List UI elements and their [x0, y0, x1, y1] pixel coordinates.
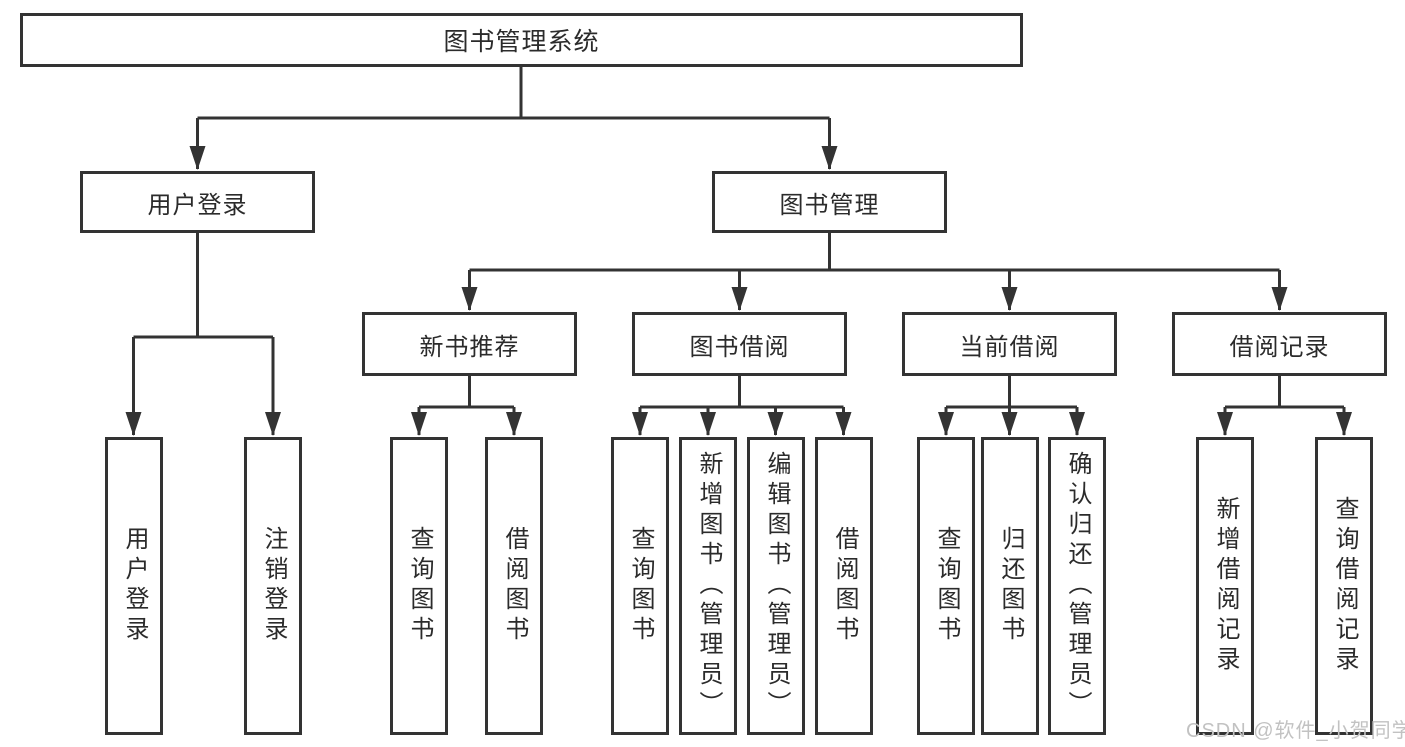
node-label: 借阅记录: [1229, 333, 1330, 361]
node-label: 用户登录: [121, 526, 148, 646]
node-book-management: 图书管理: [712, 171, 947, 233]
node-label: 用户登录: [147, 191, 248, 219]
node-label: 查询借阅记录: [1331, 496, 1358, 676]
node-label: 查询图书: [933, 526, 960, 646]
node-label: 编辑图书（管理员）: [763, 451, 790, 721]
node-label: 借阅图书: [831, 526, 858, 646]
node-label: 图书管理系统: [443, 28, 600, 56]
node-new-book-recommend: 新书推荐: [362, 312, 577, 376]
node-leaf-return-books: 归还图书: [981, 437, 1039, 735]
node-label: 新书推荐: [419, 333, 520, 361]
node-user-login: 用户登录: [80, 171, 315, 233]
node-label: 当前借阅: [959, 333, 1060, 361]
node-leaf-confirm-return-admin: 确认归还（管理员）: [1048, 437, 1106, 735]
node-leaf-user-login: 用户登录: [105, 437, 163, 735]
node-leaf-query-books-recommend: 查询图书: [390, 437, 448, 735]
node-label: 确认归还（管理员）: [1064, 451, 1091, 721]
node-label: 归还图书: [997, 526, 1024, 646]
node-leaf-query-books-borrow: 查询图书: [611, 437, 669, 735]
node-leaf-borrow-books-recommend: 借阅图书: [485, 437, 543, 735]
node-label: 借阅图书: [501, 526, 528, 646]
node-book-borrow: 图书借阅: [632, 312, 847, 376]
node-leaf-edit-books-admin: 编辑图书（管理员）: [747, 437, 805, 735]
node-current-borrow: 当前借阅: [902, 312, 1117, 376]
node-label: 查询图书: [406, 526, 433, 646]
node-label: 查询图书: [627, 526, 654, 646]
node-leaf-logout: 注销登录: [244, 437, 302, 735]
csdn-watermark: CSDN @软件_小贺同学: [1186, 720, 1405, 742]
node-borrow-records: 借阅记录: [1172, 312, 1387, 376]
node-leaf-query-borrow-record: 查询借阅记录: [1315, 437, 1373, 735]
node-leaf-query-books-current: 查询图书: [917, 437, 975, 735]
node-leaf-add-borrow-record: 新增借阅记录: [1196, 437, 1254, 735]
node-label: 新增图书（管理员）: [695, 451, 722, 721]
node-leaf-add-books-admin: 新增图书（管理员）: [679, 437, 737, 735]
node-label: 新增借阅记录: [1212, 496, 1239, 676]
node-label: 图书管理: [779, 191, 880, 219]
node-label: 图书借阅: [689, 333, 790, 361]
node-leaf-borrow-books: 借阅图书: [815, 437, 873, 735]
node-label: 注销登录: [260, 526, 287, 646]
node-library-management-system: 图书管理系统: [20, 13, 1023, 67]
